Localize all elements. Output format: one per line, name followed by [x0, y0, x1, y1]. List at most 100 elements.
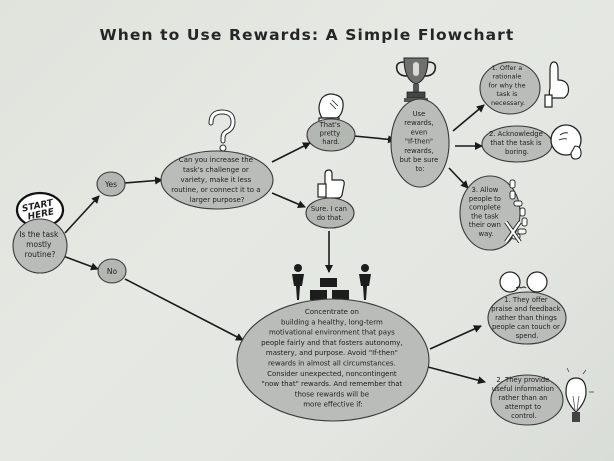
- node-text: boring.: [505, 148, 529, 156]
- node-text: Sure. I can: [311, 205, 347, 213]
- node-text: hard.: [322, 138, 340, 146]
- svg-text:Is the task mostly: Is the task mostly routine?: [19, 230, 60, 259]
- node-acknowledge-boring: 2. Acknowledge that the task is boring.: [481, 125, 553, 163]
- node-text: useful information: [492, 385, 554, 393]
- node-text: routine?: [25, 250, 56, 259]
- node-text: larger purpose?: [190, 196, 245, 204]
- node-sure-can-do: Sure. I can do that.: [305, 197, 355, 229]
- trophy-icon: [395, 57, 437, 102]
- edge-concentrate-eff1: [429, 325, 482, 350]
- node-text: necessary.: [491, 99, 525, 107]
- node-text: task is: [496, 90, 518, 98]
- node-text: building a healthy, long-term: [281, 318, 383, 326]
- node-text: attempt to: [505, 403, 541, 411]
- node-text: 1. They offer: [504, 296, 547, 304]
- node-pretty-hard: That's pretty hard.: [306, 118, 356, 152]
- node-text: more effective if:: [303, 401, 363, 409]
- node-allow-own-way: 3. Allow people to complete the task the…: [459, 175, 521, 251]
- node-text: mastery, and purpose. Avoid "If-then": [266, 349, 398, 357]
- pointing-finger-icon: [544, 61, 570, 108]
- svg-text:1. Offer a rationale: 1. Offer a rationale for why the task is…: [488, 64, 527, 107]
- node-text: "now that" rewards. And remember that: [261, 380, 402, 388]
- svg-text:Can you increase the tas: Can you increase the task's challenge or…: [171, 156, 263, 204]
- node-text: rewards,: [404, 119, 433, 127]
- node-text: praise and feedback: [491, 305, 560, 313]
- node-text: but be sure: [400, 156, 439, 164]
- node-text: 1. Offer a: [492, 64, 523, 72]
- node-text: That's: [319, 121, 341, 129]
- node-text: complete: [469, 204, 501, 212]
- node-text: routine, or connect it to a: [171, 186, 260, 194]
- edge-use-tip1: [452, 104, 485, 132]
- whispering-faces-icon: [499, 271, 548, 293]
- svg-text:Use rewards, even: Use rewards, even "If-then" rewards, but…: [400, 110, 441, 173]
- node-is-task-routine: Is the task mostly routine?: [12, 218, 68, 274]
- node-text: people can touch or: [492, 323, 560, 331]
- node-text: people to: [469, 195, 501, 203]
- edges: [62, 104, 486, 385]
- node-text: rewards in almost all circumstances.: [268, 360, 396, 368]
- node-text: people fairly and that fosters autonomy,: [261, 339, 403, 347]
- people-building-blocks-icon: [292, 264, 371, 300]
- edge-challenge-hard: [271, 142, 311, 163]
- svg-text:3. Allow people to: 3. Allow people to complete the task the…: [469, 186, 503, 238]
- node-text: pretty: [320, 130, 341, 138]
- edge-start-yes: [64, 195, 100, 234]
- broken-chain-icon: [504, 179, 528, 244]
- node-text: No: [107, 267, 118, 276]
- svg-text:2. Acknowledge that the: 2. Acknowledge that the task is boring.: [489, 130, 545, 156]
- node-text: even: [411, 128, 428, 136]
- node-no: No: [97, 258, 127, 284]
- edge-use-tip3: [448, 167, 469, 189]
- node-text: variety, make it less: [180, 176, 251, 184]
- node-text: that the task is: [490, 139, 542, 147]
- node-use-rewards: Use rewards, even "If-then" rewards, but…: [390, 98, 450, 188]
- node-increase-challenge: Can you increase the task's challenge or…: [160, 150, 274, 210]
- node-text: control.: [511, 412, 537, 420]
- node-text: those rewards will be: [295, 390, 369, 398]
- node-text: for why the: [488, 81, 525, 89]
- node-text: rather than things: [495, 314, 557, 322]
- lightbulb-icon: [565, 367, 594, 422]
- node-text: 2. They provide: [496, 376, 549, 384]
- edge-concentrate-eff2: [427, 366, 486, 385]
- node-text: rewards,: [404, 147, 433, 155]
- svg-text:2. They provide useful i: 2. They provide useful information rathe…: [492, 376, 556, 420]
- node-text: Consider unexpected, noncontingent: [267, 370, 397, 378]
- node-text: the task: [471, 212, 499, 220]
- svg-text:That's pretty hard: That's pretty hard.: [319, 121, 343, 146]
- node-text: spend.: [516, 332, 539, 340]
- node-text: mostly: [26, 240, 52, 249]
- node-text: Is the task: [19, 230, 59, 239]
- node-text: motivational environment that pays: [269, 329, 395, 337]
- node-offer-rationale: 1. Offer a rationale for why the task is…: [479, 61, 541, 115]
- node-text: Can you increase the: [179, 156, 253, 164]
- node-text: to:: [415, 165, 424, 173]
- yawning-face-icon: [550, 124, 582, 160]
- node-text: Concentrate on: [305, 308, 359, 316]
- node-yes: Yes: [96, 171, 126, 197]
- node-text: task's challenge or: [183, 166, 249, 174]
- node-useful-information: 2. They provide useful information rathe…: [490, 374, 564, 426]
- thumbs-up-icon: [317, 169, 345, 199]
- node-concentrate: Concentrate on building a healthy, long-…: [236, 298, 430, 422]
- node-text: their own: [469, 221, 501, 229]
- svg-text:1. They offer praise and: 1. They offer praise and feedback rather…: [491, 296, 562, 340]
- edge-hard-use: [353, 135, 396, 144]
- question-mark-icon: [208, 109, 236, 152]
- edge-start-no: [62, 255, 99, 271]
- node-text: Yes: [104, 180, 117, 189]
- node-praise-feedback: 1. They offer praise and feedback rather…: [487, 291, 567, 345]
- svg-text:Concentrate on building: Concentrate on building a healthy, long-…: [261, 308, 405, 409]
- edge-challenge-cando: [271, 192, 306, 208]
- edge-yes-challenge: [123, 176, 163, 185]
- node-text: rationale: [493, 73, 522, 81]
- node-text: 2. Acknowledge: [489, 130, 543, 138]
- node-text: "If-then": [405, 138, 433, 146]
- node-text: do that.: [317, 214, 344, 222]
- node-text: rather than an: [498, 394, 547, 402]
- page-title: When to Use Rewards: A Simple Flowchart: [99, 26, 515, 44]
- node-text: Use: [413, 110, 426, 118]
- node-text: 3. Allow: [472, 186, 499, 194]
